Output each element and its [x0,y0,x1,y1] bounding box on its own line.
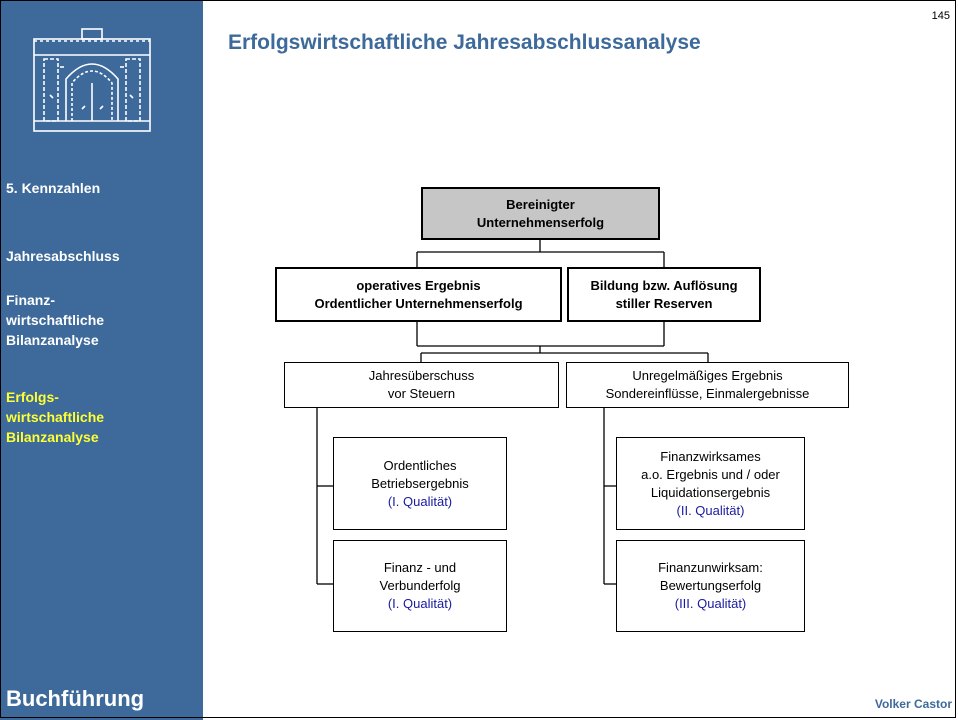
quality-label: (I. Qualität) [387,493,453,509]
nav-item-erfolgswirtschaftliche-bilanzanalyse[interactable]: Erfolgs- wirtschaftliche Bilanzanalyse [6,389,105,445]
box-bereinigter-unternehmenserfolg: Bereinigter Unternehmenserfolg [421,187,660,240]
box-jahresueberschuss: Jahresüberschuss vor Steuern [284,362,559,408]
sidebar: 5. Kennzahlen Jahresabschluss Finanz- wi… [0,0,203,720]
box-finanzunwirksam-bewertungserfolg: Finanzunwirksam: Bewertungserfolg (III. … [616,540,805,632]
author-name: Volker Castor [874,697,952,711]
box-finanz-verbunderfolg: Finanz - und Verbunderfolg (I. Qualität) [333,540,507,632]
slide-title: Erfolgswirtschaftliche Jahresabschlussan… [228,31,701,54]
page-number: 145 [931,10,950,22]
nav-item-finanzwirtschaftliche-bilanzanalyse[interactable]: Finanz- wirtschaftliche Bilanzanalyse [6,292,105,348]
building-logo-icon [33,28,151,132]
box-unregelmaessiges-ergebnis: Unregelmäßiges Ergebnis Sondereinflüsse,… [566,362,849,408]
box-finanzwirksames-ergebnis: Finanzwirksames a.o. Ergebnis und / oder… [616,437,805,530]
nav-item-jahresabschluss[interactable]: Jahresabschluss [6,248,120,264]
quality-label: (II. Qualität) [676,502,745,518]
box-operatives-ergebnis: operatives Ergebnis Ordentlicher Unterne… [275,267,562,322]
box-stille-reserven: Bildung bzw. Auflösung stiller Reserven [567,267,761,322]
box-ordentliches-betriebsergebnis: Ordentliches Betriebsergebnis (I. Qualit… [333,437,507,530]
quality-label: (III. Qualität) [674,596,747,611]
course-title: Buchführung [6,686,145,711]
quality-label: (I. Qualität) [387,596,453,611]
nav-item-kennzahlen[interactable]: 5. Kennzahlen [6,180,101,196]
